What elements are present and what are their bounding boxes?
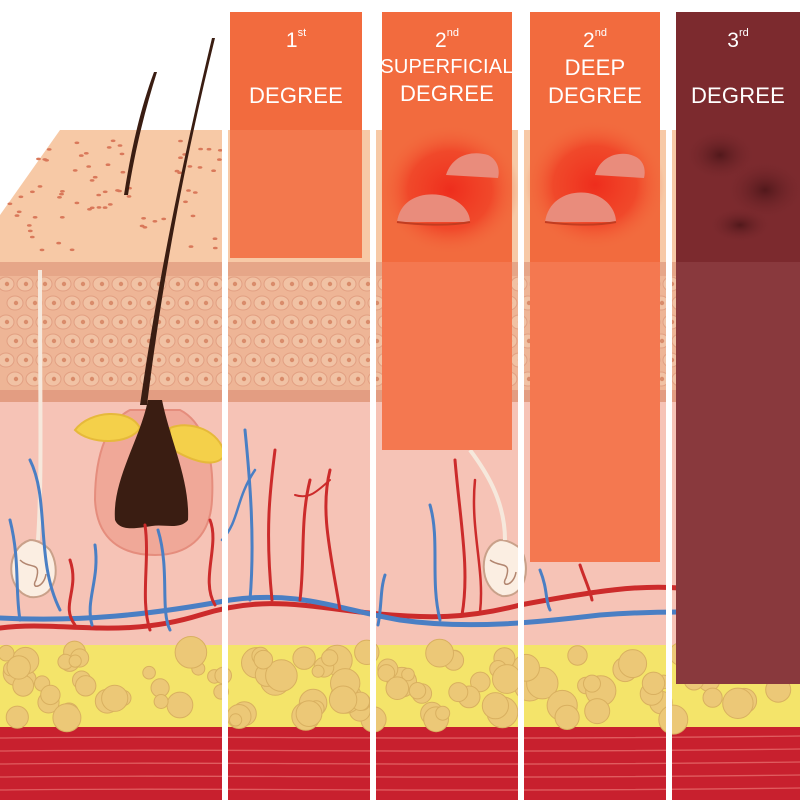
hair-shaft-main bbox=[140, 38, 215, 405]
label-second-deep: 2nd DEEP DEGREE bbox=[547, 27, 643, 108]
label-second-superficial: 2nd SUPERFICIAL DEGREE bbox=[380, 27, 514, 106]
burn-second-superficial bbox=[380, 12, 520, 450]
label-third-degree: 3rd DEGREE bbox=[690, 27, 786, 108]
column-dividers bbox=[222, 0, 672, 800]
label-first-degree: 1st DEGREE bbox=[248, 27, 344, 108]
burn-third-degree bbox=[676, 12, 800, 684]
sweat-gland-left bbox=[10, 269, 57, 599]
burn-first-degree bbox=[230, 12, 362, 258]
skin-pores bbox=[7, 139, 223, 252]
burn-second-deep bbox=[525, 12, 665, 562]
hair-bulb bbox=[114, 400, 189, 529]
hair-follicle bbox=[73, 400, 227, 557]
hair-shaft-small bbox=[124, 72, 157, 195]
muscle-fibers bbox=[0, 735, 800, 791]
sweat-gland-right bbox=[468, 448, 527, 598]
